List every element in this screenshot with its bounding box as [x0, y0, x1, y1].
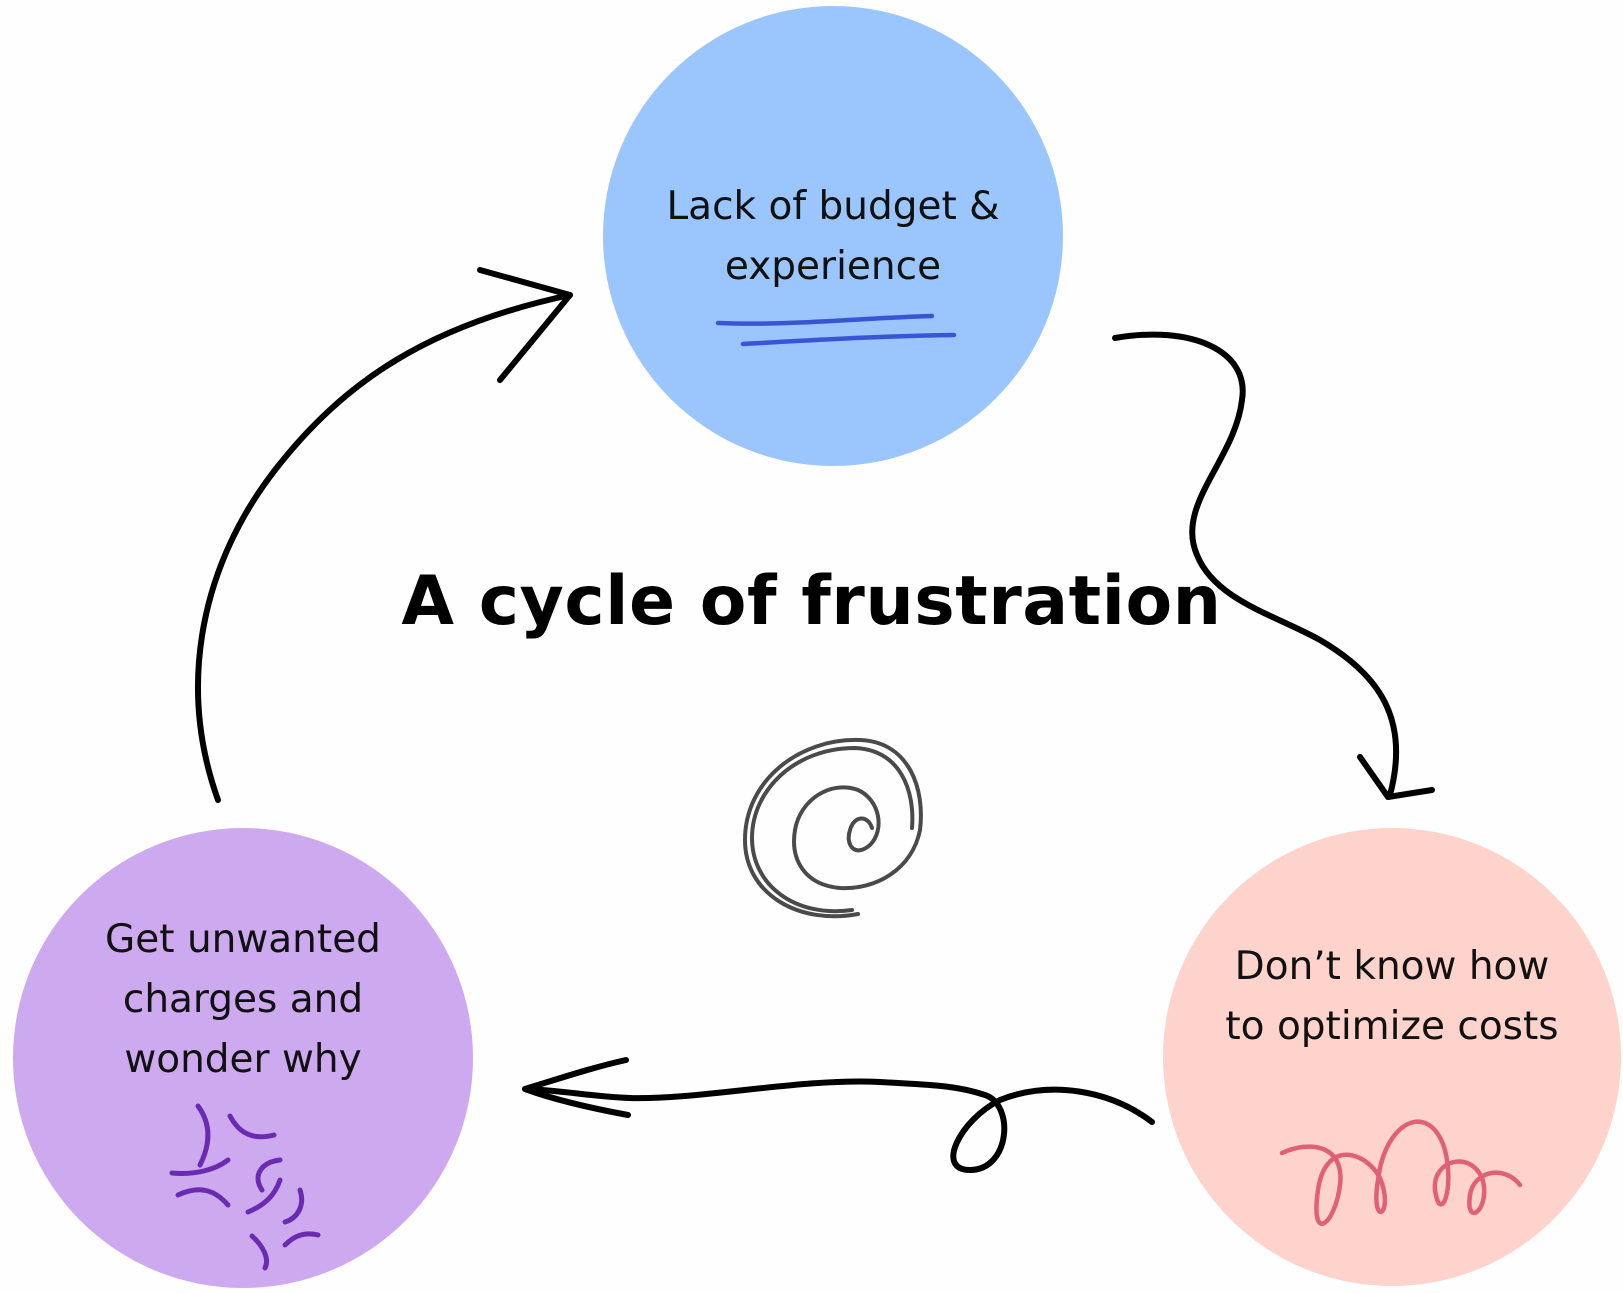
spiral-icon [742, 737, 923, 919]
node-budget-label: Lack of budget & experience [666, 184, 1000, 289]
underline-scribble [715, 313, 957, 347]
anger-symbol-icon [169, 1103, 321, 1271]
node-charges-label: Get unwanted charges and wonder why [105, 917, 381, 1082]
diagram-title: A cycle of frustration [401, 562, 1222, 641]
arrow-budget-to-optimize [1112, 331, 1435, 800]
node-optimize-circle [1163, 828, 1621, 1286]
node-charges-circle [13, 828, 473, 1288]
loop-scribble [1279, 1119, 1523, 1226]
node-optimize-label: Don’t know how to optimize costs [1225, 944, 1559, 1049]
node-budget-circle [603, 6, 1063, 466]
arrow-optimize-to-charges [522, 1057, 1155, 1173]
arrow-charges-to-budget [195, 267, 573, 803]
